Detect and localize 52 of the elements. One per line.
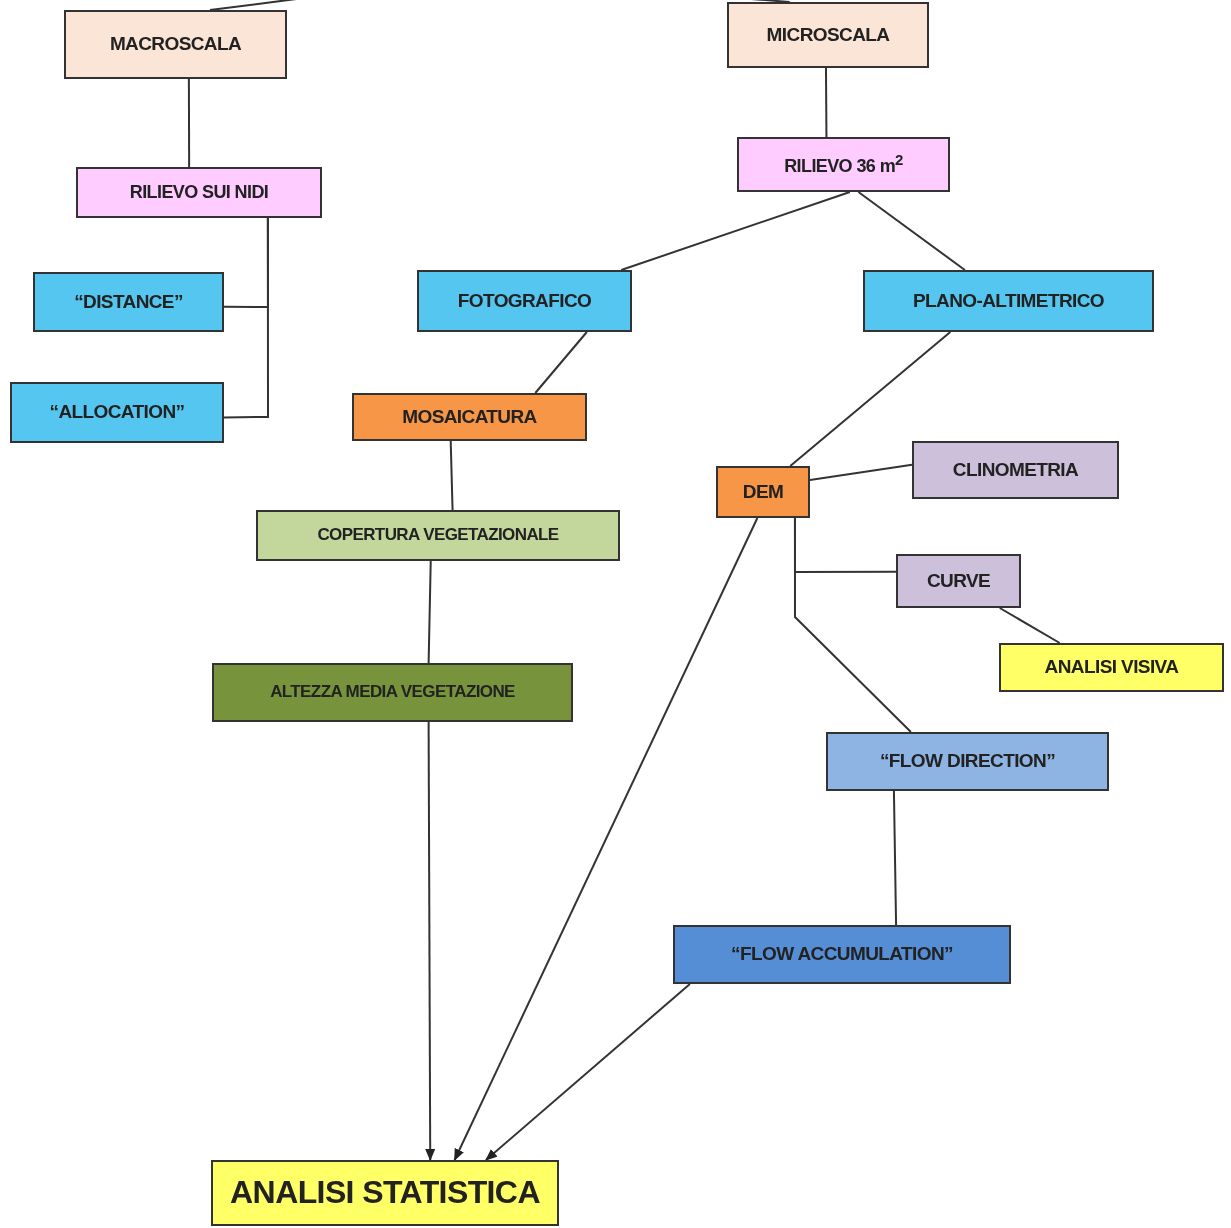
box-label: ALTEZZA MEDIA VEGETAZIONE — [270, 683, 515, 702]
box-label: “ALLOCATION” — [49, 402, 185, 423]
process-box — [727, 2, 929, 68]
connector-line — [534, 331, 588, 394]
process-box — [10, 382, 224, 443]
process-box — [256, 510, 620, 561]
process-box — [352, 393, 587, 441]
arrow — [453, 517, 759, 1161]
box-label: COPERTURA VEGETAZIONALE — [317, 526, 559, 545]
box-label: MACROSCALA — [109, 34, 242, 55]
box-label: RILIEVO 36 m$^{2}$ — [784, 152, 903, 177]
box-label: RILIEVO SUI NIDI — [129, 182, 269, 203]
process-box — [212, 663, 573, 722]
process-box — [211, 1160, 559, 1226]
connector-line — [187, 78, 191, 168]
process-box — [912, 441, 1119, 499]
box-label: MOSAICATURA — [402, 406, 537, 428]
connector-line — [223, 217, 269, 419]
connector-line — [809, 463, 913, 482]
box-label: CLINOMETRIA — [952, 459, 1079, 481]
box-label: PLANO-ALTIMETRICO — [912, 290, 1104, 312]
process-box — [826, 732, 1109, 791]
connector-line — [998, 607, 1061, 644]
process-box — [673, 925, 1011, 984]
process-box — [76, 167, 322, 218]
arrow — [484, 983, 691, 1161]
connector-line — [789, 331, 952, 467]
process-box — [999, 643, 1224, 692]
connector-line — [449, 440, 454, 511]
process-box — [737, 137, 950, 192]
process-box — [33, 272, 224, 332]
process-box — [716, 466, 810, 518]
process-box — [863, 270, 1154, 332]
box-label: ANALISI VISIVA — [1044, 657, 1179, 678]
connector-line — [620, 191, 851, 271]
process-box — [417, 270, 632, 332]
process-box — [64, 10, 287, 79]
connector-line — [892, 790, 898, 926]
box-label: MICROSCALA — [766, 24, 890, 46]
connector-line — [825, 67, 828, 138]
connector-line — [857, 191, 966, 271]
connector-line — [793, 517, 912, 733]
process-box — [896, 554, 1021, 608]
box-label: CURVE — [926, 570, 991, 592]
box-label: FOTOGRAFICO — [457, 290, 592, 312]
connector-line — [427, 560, 432, 664]
box-label: “FLOW DIRECTION” — [879, 751, 1056, 772]
box-label: “DISTANCE” — [74, 291, 183, 313]
box-label: ANALISI STATISTICA — [230, 1175, 540, 1211]
box-label: “FLOW ACCUMULATION” — [731, 944, 953, 965]
arrow — [425, 721, 436, 1161]
box-label: DEM — [742, 481, 784, 503]
